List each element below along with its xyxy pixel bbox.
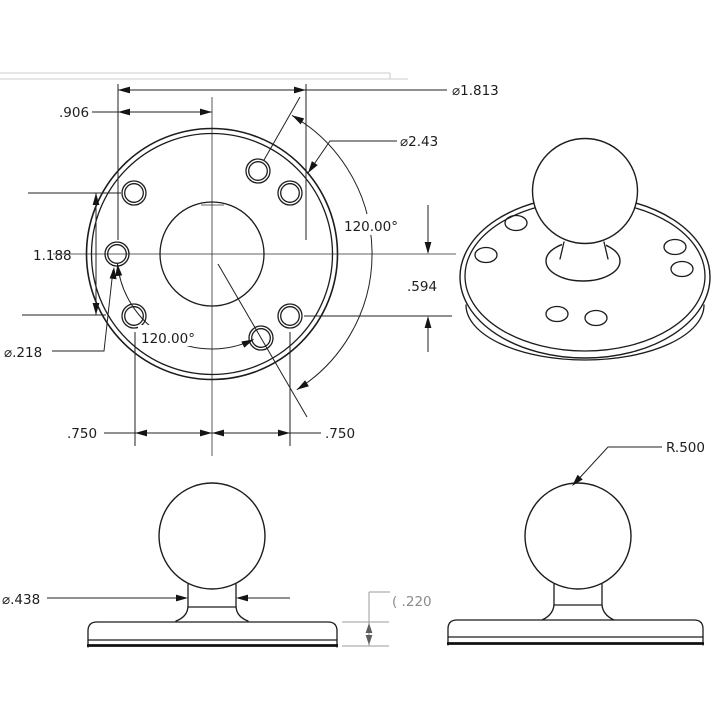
iso-plate-bottom-edge [465, 304, 705, 361]
side-view-right: R.500 [447, 440, 705, 646]
arrowhead [241, 339, 254, 348]
plate-outer-circle [85, 127, 339, 381]
iso-neck-edge [559, 241, 565, 260]
dim-label-906: .906 [59, 105, 89, 121]
angle-arc [291, 114, 373, 391]
arrowhead [365, 623, 373, 633]
hole-chamfer [124, 183, 144, 203]
neck-flare [235, 606, 249, 622]
hole-chamfer [280, 183, 300, 203]
isometric-view [459, 137, 711, 361]
hole [121, 180, 147, 206]
arrowhead [294, 86, 306, 94]
hole [670, 260, 694, 278]
label-background [341, 214, 402, 235]
sheet-border [0, 72, 408, 80]
dim-hole-diameter: ⌀.218 [4, 267, 117, 361]
plate-inner-edge-circle [90, 132, 334, 376]
iso-neck-edge [603, 241, 609, 260]
arrowhead [424, 242, 432, 254]
hole [104, 241, 130, 267]
dim-label-neck-dia: ⌀.438 [2, 592, 40, 608]
dim-label-1188: 1.188 [33, 248, 72, 264]
hole [474, 246, 498, 264]
arrowhead [118, 108, 130, 116]
bolt-holes [104, 158, 303, 351]
dim-label-angle-outer: 120.00° [344, 219, 398, 235]
dim-hole-offset-x: .906 [59, 105, 212, 121]
arrowhead [135, 429, 147, 437]
dim-angle-outer: 120.00° [263, 96, 402, 391]
arrowhead [278, 429, 290, 437]
hole-chamfer [248, 161, 268, 181]
radial-extension-line [263, 96, 301, 161]
dim-label-bolt-circle: ⌀1.813 [452, 83, 499, 99]
arrowhead [572, 474, 583, 486]
dim-neck-diameter: ⌀.438 [2, 592, 290, 608]
arrowhead [92, 303, 100, 315]
arrowhead [365, 635, 373, 645]
neck-flare [541, 604, 555, 621]
neck-flare [175, 606, 189, 622]
hole [663, 238, 687, 256]
dim-angle-inner: 120.00° [115, 263, 308, 418]
ball [158, 482, 266, 590]
arrowhead [115, 263, 123, 277]
arrowhead [212, 429, 224, 437]
dim-label-750-right: .750 [325, 426, 355, 442]
arrowhead [200, 429, 212, 437]
hole-chamfer [107, 244, 127, 264]
hole [245, 158, 271, 184]
side-view-left: ⌀.438 ( .220 [2, 482, 432, 648]
arrowhead [200, 108, 212, 116]
dim-label-750-left: .750 [67, 426, 97, 442]
dim-hole-offsets-bottom: .750 .750 [67, 332, 355, 446]
hole [248, 325, 274, 351]
dim-label-plate-dia: ⌀2.43 [400, 134, 438, 150]
ball [524, 482, 632, 590]
arrowhead [109, 267, 117, 280]
arrowhead [296, 380, 309, 390]
radial-extension-line [217, 263, 308, 418]
leader-line [573, 446, 662, 485]
dim-plate-diameter: ⌀2.43 [307, 134, 438, 174]
hole [504, 214, 528, 232]
arrowhead [176, 594, 188, 602]
dim-hole-offset-y: .594 [304, 205, 452, 352]
label-background [138, 325, 196, 346]
dim-hole-spacing-y: 1.188 [22, 192, 121, 316]
hole [584, 309, 608, 327]
front-view: ⌀1.813 .906 1.188 ⌀.218 [4, 83, 499, 456]
dim-label-angle-inner: 120.00° [141, 331, 195, 347]
dim-plate-thickness-reference: ( .220 [342, 591, 432, 647]
dim-ball-radius: R.500 [572, 440, 705, 486]
hole-chamfer [280, 306, 300, 326]
hole-chamfer [251, 328, 271, 348]
ball-top-circle [159, 201, 265, 307]
plate-profile [447, 619, 704, 646]
hole-chamfer [124, 306, 144, 326]
neck-flare [601, 604, 615, 621]
iso-neck-mask [562, 238, 606, 260]
dim-label-594: .594 [407, 279, 437, 295]
hole [277, 303, 303, 329]
hole [545, 305, 569, 323]
iso-ball [531, 137, 639, 245]
arrowhead [308, 161, 318, 173]
dim-label-hole-dia: ⌀.218 [4, 345, 42, 361]
arrowhead [424, 316, 432, 328]
arrowhead [118, 86, 130, 94]
plate-profile [87, 621, 338, 648]
leader-line [52, 269, 114, 352]
hole [277, 180, 303, 206]
hole [121, 303, 147, 329]
dim-bolt-circle-diameter: ⌀1.813 [117, 83, 499, 240]
dim-label-thickness: ( .220 [392, 594, 432, 610]
arrowhead [92, 193, 100, 205]
arrowhead [236, 594, 248, 602]
iso-holes [474, 214, 694, 327]
arrowhead [292, 115, 305, 125]
dim-label-ball-radius: R.500 [666, 440, 705, 456]
leader-line [307, 140, 397, 174]
